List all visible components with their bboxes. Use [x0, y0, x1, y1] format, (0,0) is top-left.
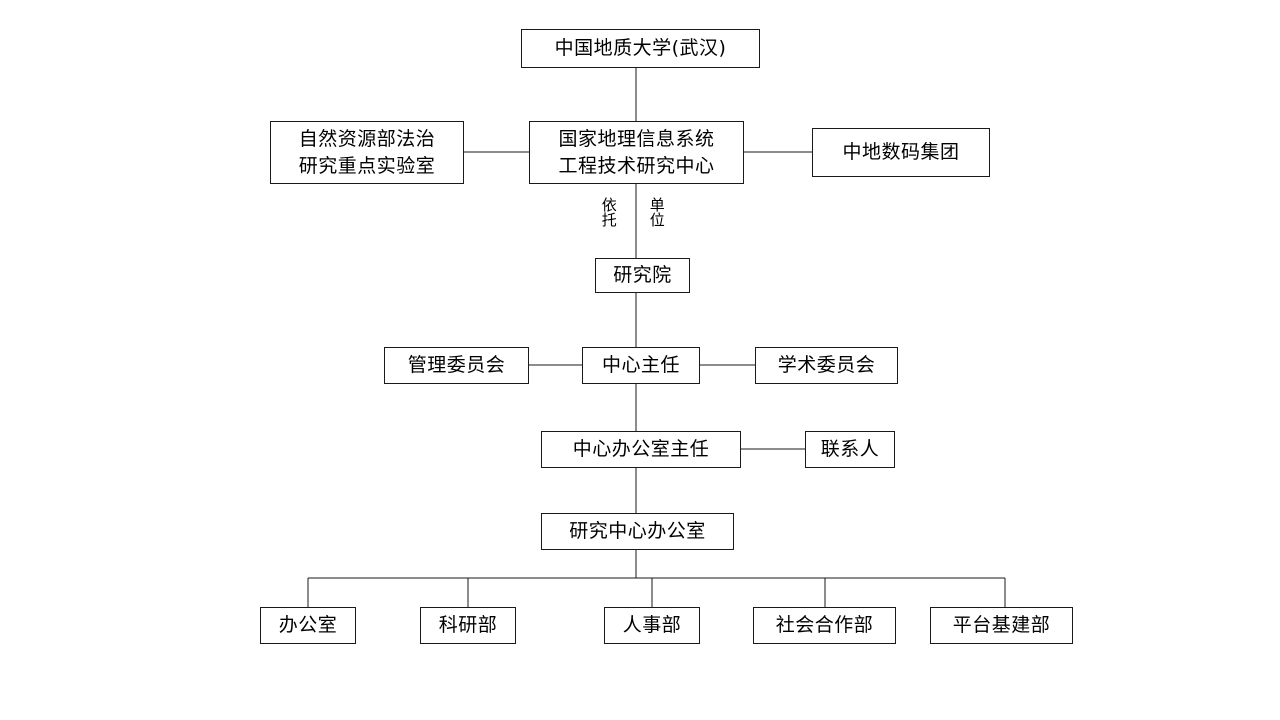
node-key-lab-label-line2: 研究重点实验室: [298, 154, 436, 177]
node-institute-label: 研究院: [613, 264, 672, 287]
node-contact-label: 联系人: [820, 438, 880, 461]
node-office-director[interactable]: 中心办公室主任: [541, 431, 741, 468]
node-admin-committee[interactable]: 管理委员会: [384, 347, 529, 384]
node-center-label-line1: 国家地理信息系统: [558, 127, 715, 150]
edge-label-support: 依托: [599, 197, 618, 227]
node-dept-office[interactable]: 办公室: [260, 607, 356, 644]
node-center-office[interactable]: 研究中心办公室: [541, 513, 734, 550]
node-university-label: 中国地质大学(武汉): [554, 37, 727, 60]
node-office-director-label: 中心办公室主任: [572, 438, 710, 461]
node-zondy-label: 中地数码集团: [842, 141, 960, 164]
node-dept-platform-label: 平台基建部: [952, 614, 1051, 637]
node-dept-platform[interactable]: 平台基建部: [930, 607, 1073, 644]
node-dept-hr[interactable]: 人事部: [604, 607, 700, 644]
node-dept-hr-label: 人事部: [622, 614, 682, 637]
node-center-office-label: 研究中心办公室: [569, 520, 706, 543]
node-key-lab[interactable]: 自然资源部法治 研究重点实验室: [270, 121, 464, 184]
node-key-lab-label-line1: 自然资源部法治: [298, 127, 436, 150]
node-director-label: 中心主任: [601, 354, 680, 377]
node-director[interactable]: 中心主任: [582, 347, 700, 384]
node-dept-social[interactable]: 社会合作部: [753, 607, 896, 644]
node-contact[interactable]: 联系人: [805, 431, 895, 468]
node-dept-office-label: 办公室: [278, 614, 338, 637]
node-institute[interactable]: 研究院: [595, 258, 690, 293]
node-academic-committee[interactable]: 学术委员会: [755, 347, 898, 384]
node-university[interactable]: 中国地质大学(武汉): [521, 29, 760, 68]
node-dept-social-label: 社会合作部: [775, 614, 874, 637]
node-dept-research[interactable]: 科研部: [420, 607, 516, 644]
node-zondy[interactable]: 中地数码集团: [812, 128, 990, 177]
edge-label-unit: 单位: [647, 197, 666, 227]
node-center[interactable]: 国家地理信息系统 工程技术研究中心: [529, 121, 744, 184]
node-dept-research-label: 科研部: [438, 614, 498, 637]
node-academic-committee-label: 学术委员会: [777, 354, 876, 377]
node-center-label-line2: 工程技术研究中心: [558, 154, 715, 177]
node-admin-committee-label: 管理委员会: [407, 354, 506, 377]
